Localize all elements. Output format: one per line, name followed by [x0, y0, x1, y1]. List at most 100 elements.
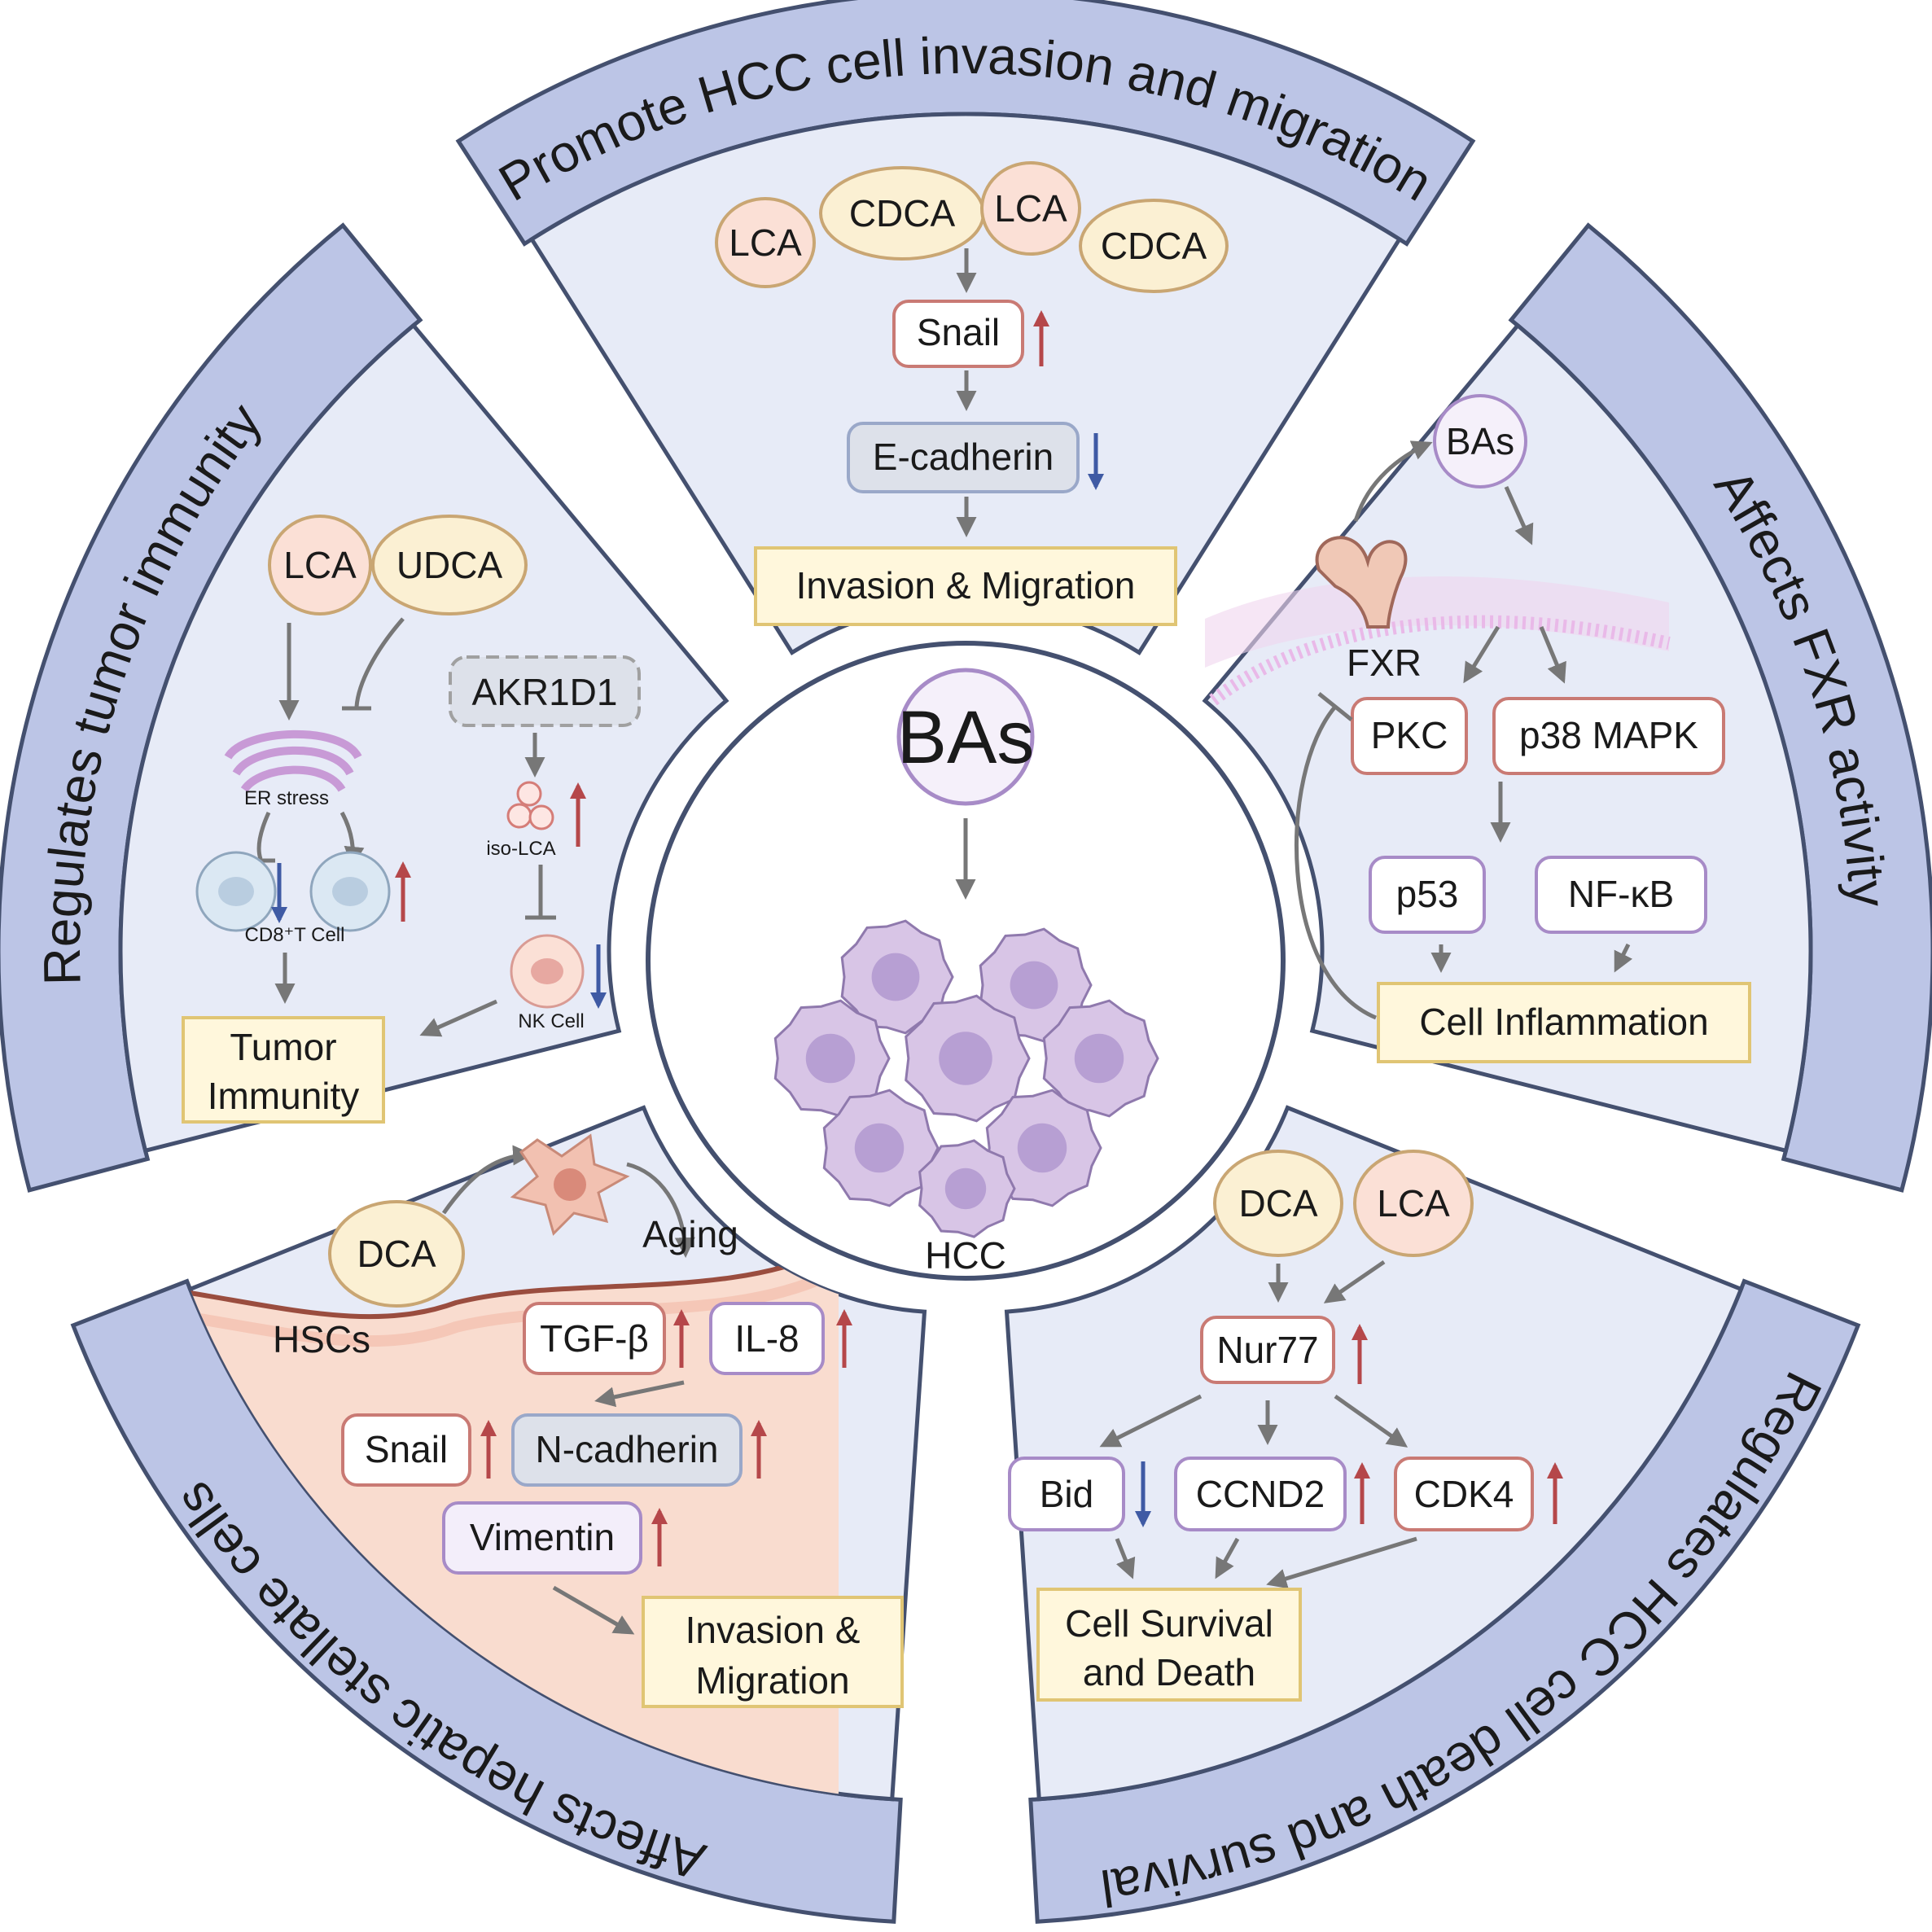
nur77-label: Nur77: [1216, 1329, 1318, 1371]
arrow-to-pkc: [1463, 625, 1500, 684]
aging-label: Aging: [642, 1213, 738, 1255]
cd8-t-cell-icon-1: [195, 851, 277, 932]
arrow-lca-nur77: [1323, 1260, 1386, 1303]
tumor-cell-icon: [985, 1089, 1102, 1207]
acid-cdca-2-label: CDCA: [1101, 225, 1207, 267]
br-result-line1: Cell Survival: [1065, 1602, 1273, 1645]
cd8-label: CD8⁺T Cell: [245, 924, 345, 946]
acid-lca-left: [268, 515, 372, 616]
bl-result-line2: Migration: [695, 1659, 849, 1702]
fxr-receptor-icon: [1315, 536, 1408, 629]
er-stress-icon: [224, 729, 362, 793]
arrow-to-p38: [1539, 626, 1566, 684]
arrow-bid-result: [1115, 1538, 1136, 1579]
right-result-box: [1377, 982, 1751, 1063]
bas-center-node: [896, 668, 1035, 806]
pkc-box: [1351, 697, 1468, 775]
tumor-cell-icon: [1042, 999, 1159, 1118]
sector-inner-left: [118, 322, 729, 1154]
acid-lca-2-label: LCA: [994, 187, 1067, 230]
tumor-cell-icon: [979, 927, 1093, 1043]
section-top: LCA CDCA LCA CDCA Snail E-cadherin Invas…: [715, 161, 1229, 626]
il8-label: IL-8: [734, 1317, 799, 1360]
acid-lca-left-label: LCA: [283, 544, 357, 586]
left-result-line1: Tumor: [230, 1026, 336, 1068]
section-right: BAs FXR PKC p38 MAPK p53 NF-κB Cell Infl…: [1205, 394, 1751, 1063]
snail-label: Snail: [917, 311, 1000, 353]
arrow-fxr-bas: [1353, 440, 1433, 522]
nfkb-box: [1535, 856, 1707, 934]
p38-label: p38 MAPK: [1519, 714, 1698, 756]
membrane-bilayer: [1209, 615, 1671, 706]
vimentin-box: [442, 1501, 642, 1575]
top-result-box: [754, 546, 1177, 626]
bas-node-right: [1433, 394, 1527, 488]
left-result-line2: Immunity: [208, 1075, 360, 1117]
ccnd2-box: [1174, 1457, 1347, 1531]
snail-bl-box: [341, 1413, 471, 1487]
cdk4-label: CDK4: [1414, 1473, 1514, 1515]
bl-result-box: [642, 1596, 904, 1708]
acid-udca-label: UDCA: [396, 544, 503, 586]
inhibit-feedback-fxr: [1295, 705, 1377, 1020]
hcc-tumor-cluster-icon: [773, 919, 1159, 1238]
acid-dca-bl: [328, 1200, 465, 1308]
acid-dca-bl-label: DCA: [357, 1233, 436, 1275]
arrow-aging: [626, 1162, 695, 1258]
p53-label: p53: [1396, 873, 1459, 915]
arrow-nur77-bid: [1099, 1394, 1203, 1448]
iso-lca-molecules-icon: [506, 781, 554, 830]
ecadherin-label: E-cadherin: [873, 436, 1054, 478]
bid-box: [1008, 1457, 1125, 1531]
tumor-cell-icon: [840, 919, 954, 1035]
acid-lca-1: [715, 197, 816, 288]
cdk4-box: [1394, 1457, 1534, 1531]
section-left: LCA UDCA ER stress CD8⁺T Cell AKR1D1: [182, 515, 641, 1124]
acid-dca-label: DCA: [1238, 1182, 1317, 1224]
br-result-line2: and Death: [1083, 1651, 1255, 1693]
arrow-vimentin-result: [552, 1585, 635, 1635]
center-title: BAs: [897, 696, 1035, 779]
acid-udca: [371, 515, 528, 616]
bl-result-line1: Invasion &: [686, 1609, 861, 1651]
hscs-label: HSCs: [273, 1318, 370, 1360]
tumor-cell-icon: [918, 1139, 1016, 1238]
tumor-cell-icon: [822, 1089, 940, 1207]
acid-lca-br: [1353, 1150, 1474, 1257]
ncadherin-box: [511, 1413, 743, 1487]
right-result-label: Cell Inflammation: [1419, 1001, 1708, 1043]
snail-box: [892, 300, 1024, 368]
cell-membrane: [1205, 576, 1669, 668]
acid-lca-br-label: LCA: [1377, 1182, 1450, 1224]
bid-label: Bid: [1040, 1473, 1093, 1515]
arrow-nk-result: [419, 999, 498, 1037]
tgfb-label: TGF-β: [540, 1317, 649, 1360]
arrow-dca-hsc: [441, 1145, 533, 1215]
acid-dca: [1213, 1150, 1343, 1257]
center-circle: [646, 641, 1286, 1281]
arrow-nur77-cdk4: [1334, 1394, 1408, 1448]
section-bottom-right: DCA LCA Nur77 Bid CCND2 CDK4 Cell Surviv…: [1008, 1150, 1563, 1702]
inhibit-er-cd8: [256, 811, 271, 860]
akr1d1-label: AKR1D1: [472, 671, 618, 713]
ncadherin-label: N-cadherin: [536, 1428, 719, 1470]
center-hub: BAs HCC: [646, 641, 1286, 1281]
tumor-cell-icon: [773, 999, 891, 1118]
inhibit-udca-er: [354, 617, 405, 708]
arrow-cytokines-emt: [594, 1380, 685, 1408]
p38-box: [1492, 697, 1725, 775]
stellate-cell-nucleus: [554, 1168, 586, 1201]
left-result-box: [182, 1016, 385, 1124]
nur77-box: [1200, 1316, 1335, 1384]
er-stress-label: ER stress: [244, 787, 329, 809]
arrow-bas-down: [1504, 485, 1534, 545]
ecadherin-box: [847, 422, 1080, 493]
acid-lca-2: [980, 161, 1081, 256]
snail-bl-label: Snail: [365, 1428, 448, 1470]
inhibit-bar: [1317, 692, 1353, 721]
pkc-label: PKC: [1371, 714, 1448, 756]
fxr-label: FXR: [1347, 642, 1422, 684]
cd8-t-cell-icon-2: [309, 851, 391, 932]
nk-cell-icon: [510, 934, 585, 1009]
nfkb-label: NF-κB: [1568, 873, 1674, 915]
